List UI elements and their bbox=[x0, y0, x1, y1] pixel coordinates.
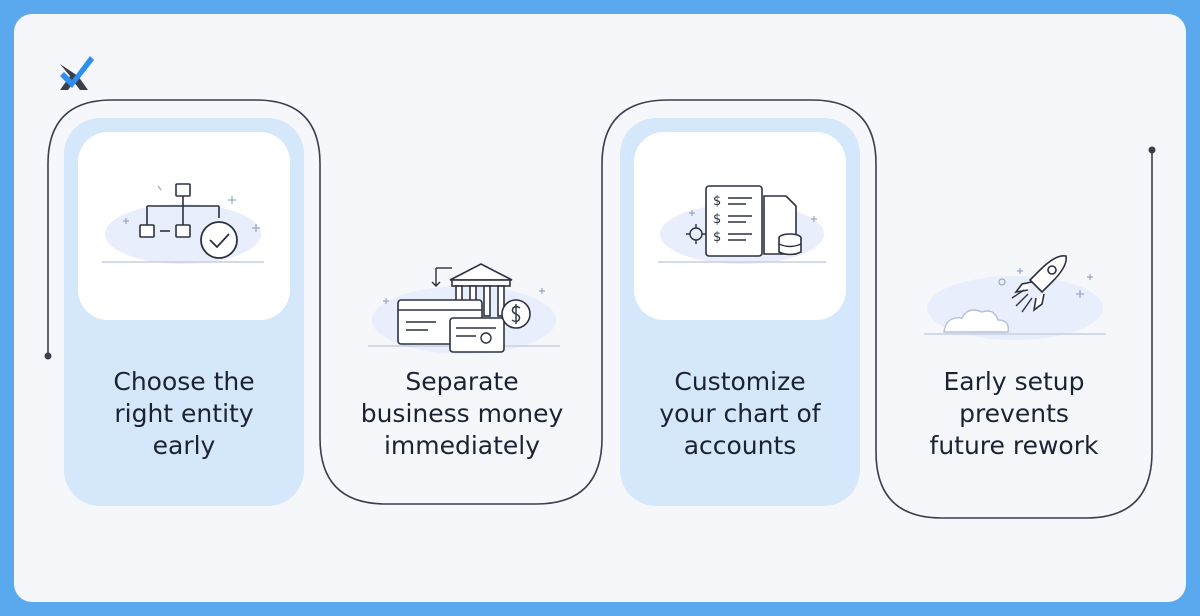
org-chart-check-icon bbox=[102, 183, 264, 264]
brand-logo bbox=[60, 56, 94, 90]
step-2-label: Separate business money immediately bbox=[360, 367, 564, 460]
svg-text:$: $ bbox=[713, 230, 721, 245]
infographic-card: Choose the right entity early bbox=[14, 14, 1186, 602]
ledger-document-icon: $ $ $ bbox=[658, 185, 826, 264]
svg-text:$: $ bbox=[713, 194, 721, 209]
step-1-label: Choose the right entity early bbox=[113, 367, 255, 460]
bank-card-icon bbox=[368, 263, 560, 354]
step-4-label: Early setup prevents future rework bbox=[929, 367, 1099, 460]
svg-text:$: $ bbox=[713, 212, 721, 227]
rocket-icon bbox=[924, 254, 1106, 340]
step-3-label: Customize your chart of accounts bbox=[659, 367, 821, 460]
